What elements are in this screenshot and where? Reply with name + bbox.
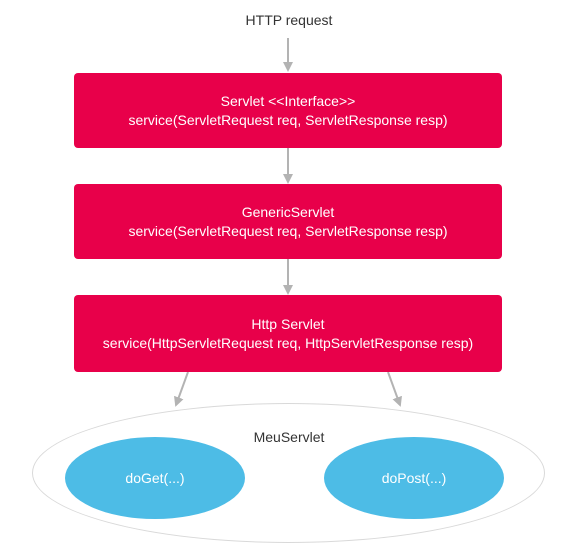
http-servlet-method: service(HttpServletRequest req, HttpServ… [102,334,474,351]
meuservlet-label: MeuServlet [253,429,325,445]
http-servlet-title: Http Servlet [251,315,325,332]
doget-label: doGet(...) [125,470,185,486]
doget-ellipse: doGet(...) [65,437,245,519]
servlet-interface-title: Servlet <<Interface>> [220,92,356,109]
generic-servlet-method: service(ServletRequest req, ServletRespo… [128,222,448,239]
generic-servlet-box: GenericServlet service(ServletRequest re… [74,184,502,259]
meuservlet-container [32,403,545,543]
http-servlet-box: Http Servlet service(HttpServletRequest … [74,295,502,372]
servlet-interface-box: Servlet <<Interface>> service(ServletReq… [74,73,502,148]
dopost-ellipse: doPost(...) [324,437,504,519]
http-request-label: HTTP request [245,12,333,28]
servlet-interface-method: service(ServletRequest req, ServletRespo… [128,111,448,128]
dopost-label: doPost(...) [381,470,447,486]
arrow-httpservlet-to-doget [174,371,189,407]
generic-servlet-title: GenericServlet [241,203,335,220]
arrow-httpservlet-to-dopost [387,371,402,407]
